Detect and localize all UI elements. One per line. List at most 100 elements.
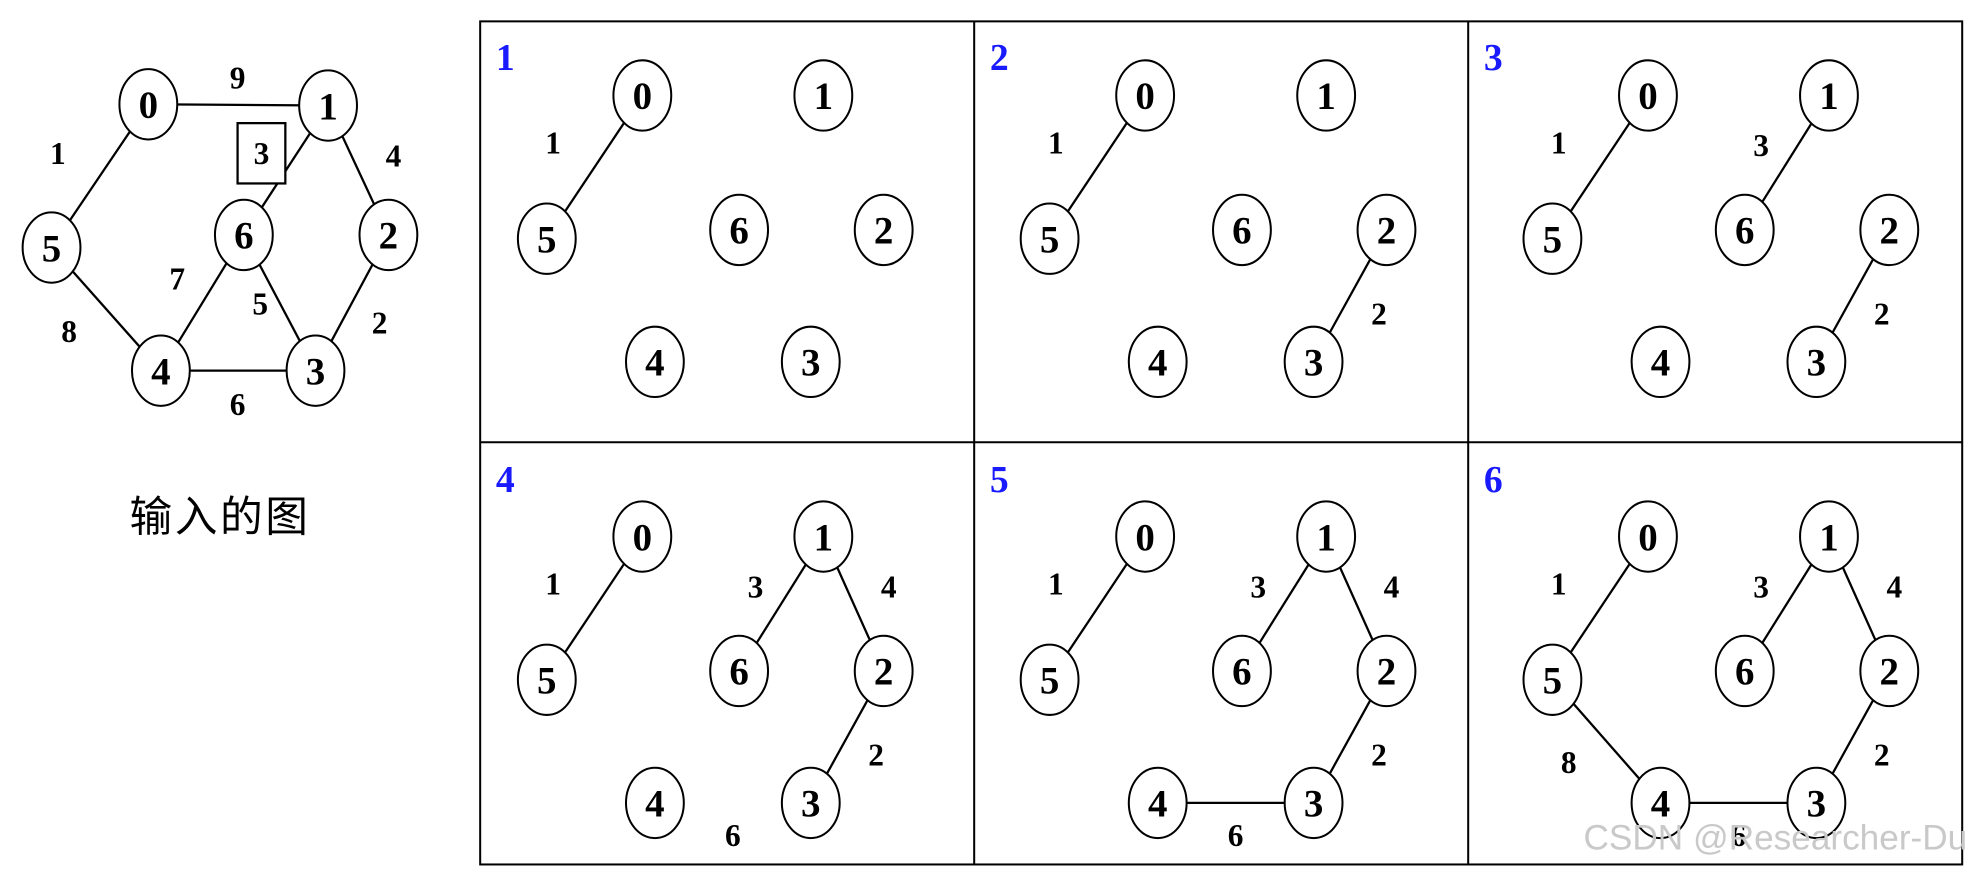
- node-label: 6: [729, 651, 748, 694]
- node-label: 6: [729, 210, 748, 253]
- step2-node-2: 2: [1356, 193, 1417, 267]
- node-circle: [1356, 193, 1417, 267]
- step6-weight-2-3: 2: [1874, 738, 1890, 773]
- node-circle: [1630, 325, 1691, 399]
- step2-node-5: 5: [1019, 202, 1080, 275]
- input-graph-caption: 输入的图: [129, 493, 310, 543]
- node-label: 3: [801, 783, 820, 826]
- node-circle: [1522, 643, 1583, 716]
- node-circle: [1618, 500, 1678, 573]
- node-label: 5: [1543, 660, 1562, 703]
- steps-grid: [479, 20, 1964, 866]
- node-label: 5: [1040, 660, 1059, 703]
- step5-weight-0-5: 1: [1048, 567, 1064, 602]
- step4-weight-3-4: 6: [725, 818, 741, 853]
- input-weight-4-6: 7: [169, 261, 185, 296]
- step5-node-3: 3: [1283, 766, 1344, 840]
- step5-weight-3-4: 6: [1228, 818, 1244, 853]
- node-label: 5: [1543, 218, 1562, 261]
- node-circle: [1283, 325, 1344, 399]
- node-label: 1: [1316, 516, 1335, 559]
- step1-node-3: 3: [780, 325, 841, 399]
- step3-weight-1-6: 3: [1753, 128, 1769, 163]
- node-label: 6: [1735, 210, 1754, 253]
- node-label: 3: [1304, 342, 1323, 385]
- node-circle: [1019, 202, 1080, 275]
- step2-node-1: 1: [1296, 59, 1357, 132]
- step3-node-2: 2: [1859, 193, 1920, 267]
- step1-node-2: 2: [853, 193, 914, 267]
- node-label: 5: [537, 660, 556, 703]
- step-number: 5: [990, 459, 1009, 501]
- input-node-2: 2: [358, 198, 419, 272]
- step2-weight-2-3: 2: [1371, 297, 1387, 332]
- node-circle: [793, 59, 854, 132]
- node-circle: [1283, 766, 1344, 840]
- step3-node-1: 1: [1799, 59, 1859, 132]
- step1-node-1: 1: [793, 59, 854, 132]
- node-label: 4: [1651, 783, 1670, 826]
- node-circle: [285, 334, 346, 407]
- step6-node-3: 3: [1786, 766, 1847, 840]
- step4-weight-2-3: 2: [868, 738, 884, 773]
- step5-node-6: 6: [1212, 634, 1272, 708]
- step6-node-5: 5: [1522, 643, 1583, 716]
- node-circle: [1799, 500, 1859, 573]
- node-label: 4: [1651, 342, 1670, 385]
- step2-node-6: 6: [1212, 193, 1272, 267]
- input-weight-4-5: 8: [61, 314, 77, 349]
- node-circle: [1127, 766, 1188, 840]
- step6-node-0: 0: [1618, 500, 1678, 573]
- input-weight-box-1-6: [236, 122, 287, 185]
- step4-weight-1-6: 3: [748, 569, 764, 604]
- node-label: 5: [1040, 218, 1059, 261]
- node-label: 0: [1638, 75, 1657, 118]
- node-circle: [709, 193, 770, 267]
- node-circle: [1786, 325, 1847, 399]
- step2-edge-weights: 12: [1048, 126, 1387, 332]
- step3-weight-2-3: 2: [1874, 297, 1890, 332]
- input-weight-1-2: 4: [386, 138, 402, 173]
- step4-node-3: 3: [780, 766, 841, 840]
- step5-node-5: 5: [1019, 643, 1080, 716]
- step6-weight-3-4: 6: [1731, 818, 1747, 853]
- step6-node-6: 6: [1714, 634, 1775, 708]
- node-label: 1: [1819, 516, 1838, 559]
- step2-node-3: 3: [1283, 325, 1344, 399]
- node-circle: [1786, 766, 1847, 840]
- step5-node-2: 2: [1356, 634, 1417, 708]
- node-circle: [1212, 634, 1272, 708]
- step3-node-6: 6: [1714, 193, 1775, 267]
- node-circle: [1522, 202, 1583, 275]
- step-number: 6: [1484, 459, 1503, 501]
- node-label: 4: [1148, 783, 1167, 826]
- step4-node-1: 1: [793, 500, 854, 573]
- node-label: 5: [42, 227, 61, 270]
- step4-weight-1-2: 4: [881, 569, 897, 604]
- node-label: 3: [1304, 783, 1323, 826]
- node-label: 0: [633, 75, 652, 118]
- node-label: 6: [1232, 651, 1251, 694]
- watermark: CSDN @Researcher-Du: [1584, 819, 1968, 858]
- step5-node-4: 4: [1127, 766, 1188, 840]
- input-weight-2-3: 2: [372, 305, 388, 340]
- node-circle: [1714, 634, 1775, 708]
- step5-node-1: 1: [1296, 500, 1357, 573]
- step5-weight-1-2: 4: [1384, 569, 1400, 604]
- node-circle: [853, 634, 914, 708]
- step5-node-0: 0: [1115, 500, 1176, 573]
- node-label: 3: [1807, 342, 1826, 385]
- step3-node-3: 3: [1786, 325, 1847, 399]
